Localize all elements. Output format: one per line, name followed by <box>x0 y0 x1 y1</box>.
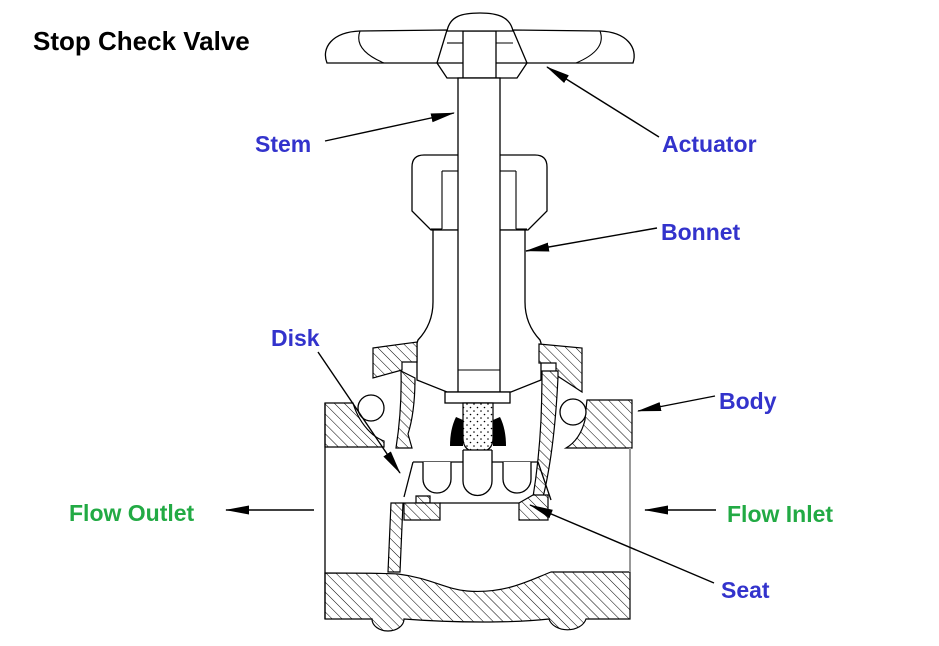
stem-assembly <box>431 77 527 393</box>
bonnet-label: Bonnet <box>661 219 741 245</box>
disk-skirt-right <box>537 461 552 501</box>
handwheel-right-lobe-seam <box>575 30 602 64</box>
left-shoulder-scallop <box>357 394 385 422</box>
bonnet-arrow <box>525 227 658 252</box>
seat-ring-left <box>403 502 441 521</box>
disk-flute-center <box>462 450 493 497</box>
disk-flute-right <box>502 462 532 494</box>
inlet-flange-block <box>563 399 633 449</box>
annotation-arrows <box>225 66 716 584</box>
seat-label: Seat <box>721 577 770 603</box>
disk-arrow <box>317 351 401 474</box>
handwheel-left-lobe-seam <box>358 30 385 64</box>
stem-label: Stem <box>255 131 311 157</box>
flow-outlet-label: Flow Outlet <box>69 500 195 526</box>
packing-material <box>462 402 494 453</box>
actuator-label: Actuator <box>662 131 757 157</box>
stem-shaft <box>457 77 501 393</box>
packing-gland <box>444 391 511 453</box>
disk-flute-left <box>422 462 452 494</box>
actuator-arrow <box>546 66 660 138</box>
handwheel-left-lobe <box>324 29 448 64</box>
seat-arrow <box>529 504 715 584</box>
handwheel-actuator <box>324 12 635 79</box>
valve-body <box>324 341 633 632</box>
packing-seal-right <box>493 417 506 446</box>
diagram-title: Stop Check Valve <box>33 26 250 56</box>
disk-label: Disk <box>271 325 320 351</box>
bonnet-flange-left <box>372 341 418 379</box>
outlet-flange-block <box>324 402 385 448</box>
right-shoulder-scallop <box>559 398 587 426</box>
body-wall-right-partition <box>532 370 559 498</box>
body-arrow <box>637 395 716 412</box>
body-floor <box>324 571 631 632</box>
disk-skirt-left <box>403 461 414 498</box>
handwheel-dome <box>446 12 514 32</box>
disk-assembly <box>403 449 552 501</box>
gland-plate <box>444 391 511 404</box>
body-label: Body <box>719 388 777 414</box>
stem-arrow <box>324 112 455 142</box>
flow-inlet-label: Flow Inlet <box>727 501 833 527</box>
left-partition <box>387 502 404 573</box>
seat-tab-left <box>415 495 431 504</box>
handwheel-hub <box>462 30 497 79</box>
seat-ring-right <box>518 494 549 521</box>
packing-seal-left <box>450 417 463 446</box>
handwheel-right-lobe <box>512 29 635 64</box>
body-wall-left <box>395 370 416 449</box>
